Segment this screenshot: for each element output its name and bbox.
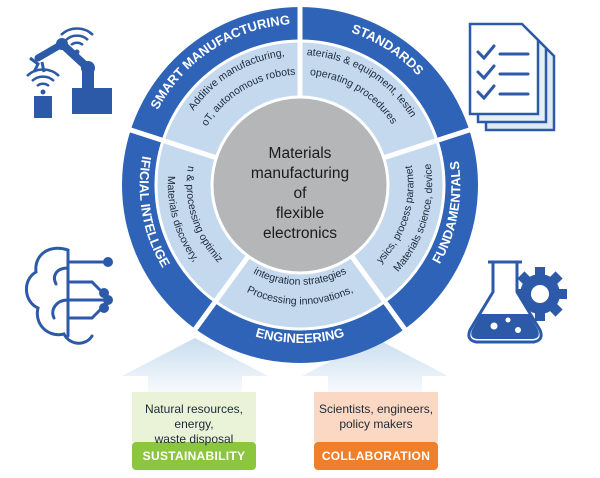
sustainability-arrow	[122, 338, 268, 392]
sustainability-text-line-1: Natural resources, energy,	[144, 402, 244, 431]
sustainability-text-line-2: waste disposal	[154, 432, 234, 446]
robot-arm-wifi-icon	[26, 27, 112, 118]
center-line-2: manufacturing	[251, 165, 349, 182]
segment-dividers	[128, 5, 472, 333]
center-line-5: electronics	[263, 225, 337, 242]
collaboration-arrow	[302, 338, 448, 392]
center-line-3: of	[294, 185, 308, 202]
collaboration-text: Scientists, engineers, policy makers	[314, 402, 438, 432]
collaboration-label: COLLABORATION	[321, 449, 431, 463]
center-title: Materials manufacturing of flexible elec…	[251, 145, 349, 242]
center-line-1: Materials	[269, 145, 332, 162]
sustainability-text: Natural resources, energy, waste disposa…	[132, 402, 256, 447]
flask-gear-icon	[467, 260, 567, 344]
center-line-4: flexible	[276, 205, 324, 222]
brain-circuit-icon	[25, 246, 113, 345]
collaboration-text-line-2: policy makers	[339, 417, 413, 431]
checklist-documents-icon	[468, 22, 556, 132]
segment-title-engineering: ENGINEERING	[254, 325, 345, 346]
center-disk	[212, 97, 388, 273]
sustainability-label: SUSTAINABILITY	[142, 449, 246, 463]
collaboration-box	[314, 392, 438, 470]
collaboration-text-line-1: Scientists, engineers,	[318, 402, 434, 416]
sustainability-box	[132, 392, 256, 470]
